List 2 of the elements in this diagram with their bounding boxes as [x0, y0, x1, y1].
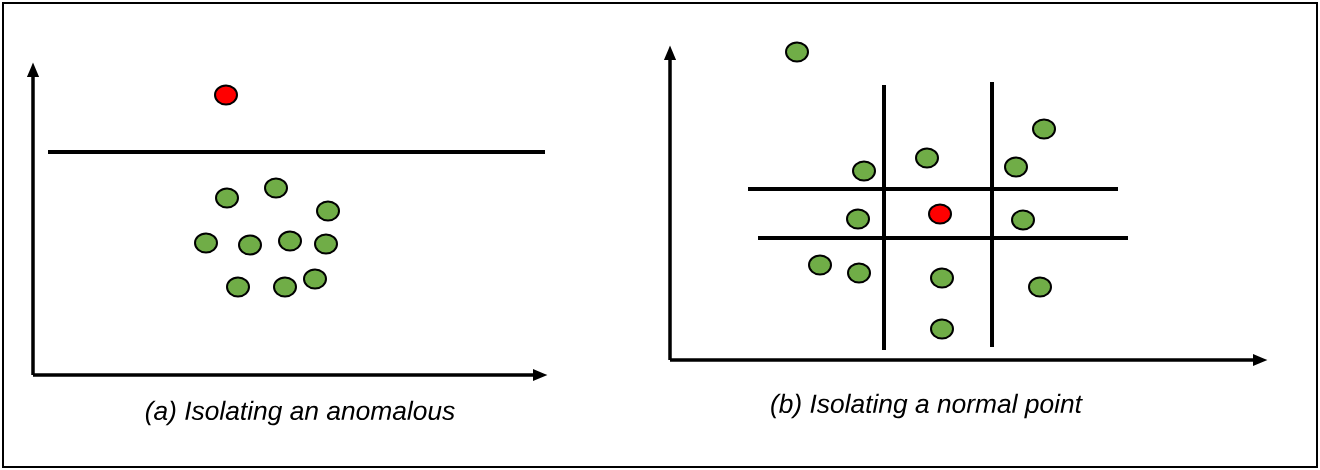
caption: (b) Isolating a normal point [771, 393, 1083, 419]
caption: (a) Isolating an anomalous [145, 400, 455, 426]
